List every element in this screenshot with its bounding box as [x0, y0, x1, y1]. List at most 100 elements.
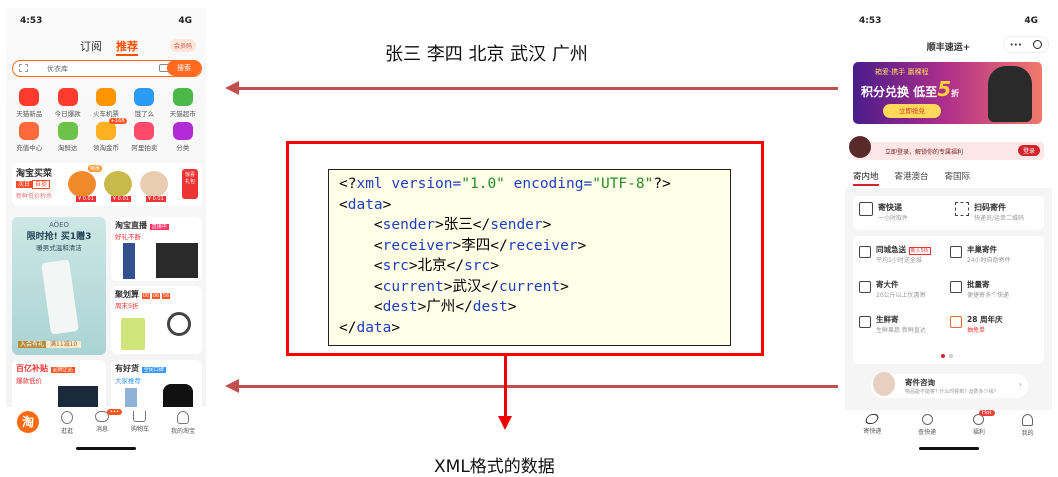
consult-card[interactable]: 寄件咨询 物品能不能寄? 什么时候到? 运费多少钱? › [871, 372, 1028, 398]
banner-brand-text: 箱爱·携手 赢稞程 [875, 68, 929, 76]
scan-send-button[interactable]: 扫码寄件快递员/运单二维码 [955, 202, 1024, 222]
tab-domestic[interactable]: 寄内地 [853, 170, 879, 186]
nav-send[interactable]: 寄快递 [863, 414, 881, 455]
xml-highlight-box [286, 141, 764, 356]
member-gift-tag: 入会有礼 [18, 341, 47, 348]
tab-subscribe[interactable]: 订阅 [80, 40, 102, 53]
tab-hk-macau-taiwan[interactable]: 寄港澳台 [894, 172, 929, 182]
nav-mine[interactable]: 我的 [1022, 414, 1034, 455]
price: ¥ 0.01 [76, 196, 96, 202]
send-express-button[interactable]: 寄快递一小时取件 [859, 202, 908, 222]
search-button[interactable]: 搜索 [167, 60, 201, 76]
category-item[interactable]: 阿里拍卖 [125, 122, 163, 152]
service-sub: 便捷寄多个快递 [967, 292, 1010, 299]
promo-banner[interactable]: 箱爱·携手 赢稞程 积分兑换 低至5折 立即抢兑 [853, 62, 1042, 124]
scan-icon[interactable] [19, 64, 28, 72]
service-sub: 抽免单 [967, 327, 986, 334]
member-code-button[interactable]: 会员码 [170, 39, 197, 52]
home-indicator [918, 447, 979, 450]
xml-line: <receiver>李四</receiver> [339, 237, 587, 254]
nav-home[interactable]: 淘 [16, 411, 39, 455]
redeem-button[interactable]: 立即抢兑 [883, 104, 941, 118]
gift-pack[interactable]: 惊喜礼包 [182, 169, 198, 199]
category-item[interactable]: 火车机票 [87, 88, 125, 118]
service-title: 批量寄 [967, 280, 990, 289]
search-bar[interactable]: 优衣库 搜索 [12, 60, 202, 77]
nav-messages[interactable]: •••消息 [94, 409, 122, 455]
more-icon[interactable]: ••• [1009, 40, 1023, 49]
service-item[interactable]: 同城急送 新人5折平均1小时送全城 [859, 244, 950, 267]
service-sub: 24小时自助寄件 [967, 257, 1011, 264]
nav-my-taobao[interactable]: 我的淘宝 [171, 411, 195, 455]
mascot-avatar [849, 136, 871, 158]
action-title: 扫码寄件 [974, 203, 1006, 212]
live-sub: 好礼不断 [115, 233, 141, 241]
category-item[interactable]: 今日爆款 [48, 88, 86, 118]
close-target-icon[interactable] [1033, 40, 1043, 49]
banner-headline: 积分兑换 低至 [861, 85, 938, 99]
live-title: 淘宝直播 [115, 221, 147, 230]
banner-title: 限时抢! 买1赠3 [26, 232, 92, 242]
tab-international[interactable]: 寄国际 [944, 172, 971, 182]
nav-track[interactable]: 查快递 [918, 414, 936, 455]
category-label: 阿里拍卖 [131, 144, 158, 152]
action-sub: 一小时取件 [878, 215, 909, 222]
category-item[interactable]: 天猫新品 [10, 88, 48, 118]
action-title: 寄快递 [878, 203, 902, 212]
user-icon [1022, 414, 1034, 426]
status-network: 4G [178, 16, 192, 26]
login-banner[interactable]: 立即登录，解锁你的专属福利 登录 [849, 136, 1044, 160]
nav-guangguang[interactable]: 逛逛 [60, 411, 73, 455]
xml-line: <sender>张三</sender> [339, 217, 552, 233]
service-icon [859, 316, 871, 328]
category-label: 淘鲜达 [57, 144, 78, 152]
youhaohuo-badge: 全民口碑 [141, 367, 166, 373]
nav-label: 购物车 [130, 426, 149, 433]
category-item[interactable]: 饿了么 [125, 88, 163, 118]
category-item[interactable]: 淘鲜达 [48, 122, 86, 152]
mini-program-capsule[interactable]: ••• [1003, 36, 1049, 53]
category-item[interactable]: 分类 [164, 122, 202, 152]
search-icon [921, 414, 933, 425]
price: ¥ 0.01 [145, 196, 166, 202]
category-label: 天猫新品 [16, 110, 43, 118]
category-item[interactable]: 领淘金币+168 [87, 118, 127, 152]
timer-minutes: 06 [151, 293, 161, 299]
taobao-live-card[interactable]: 淘宝直播 直播中 好礼不断 [111, 217, 202, 281]
arrowhead-left-icon [225, 379, 239, 393]
service-sub: 平均1小时送全城 [876, 257, 922, 264]
cart-icon [133, 411, 147, 422]
baiyi-title: 百亿补贴 [16, 364, 48, 373]
category-item[interactable]: 天猫超市 [164, 88, 202, 118]
jeans-image [123, 243, 135, 279]
category-item[interactable]: 充值中心 [10, 122, 48, 152]
juhuasuan-card[interactable]: 聚划算 00:06:56 周末5折 [111, 286, 202, 354]
service-sub: 生鲜果蔬 新鲜直达 [876, 327, 926, 334]
nav-label: 我的 [1021, 430, 1034, 437]
category-icon [95, 88, 116, 106]
arrowhead-left-icon [225, 81, 239, 95]
service-item[interactable]: 批量寄便捷寄多个快递 [950, 279, 1041, 302]
taobao-maicai-card[interactable]: 淘宝买菜 次日自提 新鲜低价秒杀 特惠 ¥ 0.01¥ 0.01¥ 0.01 惊… [12, 163, 202, 206]
juhuasuan-sub: 周末5折 [115, 302, 139, 310]
service-item[interactable]: 生鲜寄生鲜果蔬 新鲜直达 [859, 314, 950, 337]
message-badge: ••• [106, 409, 122, 415]
login-button[interactable]: 登录 [1017, 145, 1040, 156]
service-title: 28 周年庆 [967, 315, 1003, 324]
banner-discount: 5 [937, 77, 952, 101]
youhaohuo-title: 有好货 [115, 364, 139, 373]
xml-line: <current>武汉</current> [339, 278, 569, 295]
arrow-sf-to-taobao-bottom [238, 385, 838, 388]
nav-cart[interactable]: 购物车 [131, 411, 149, 455]
service-icon [950, 281, 962, 293]
service-item[interactable]: 28 周年庆抽免单 [950, 314, 1041, 337]
arrow-sf-to-taobao-top [238, 87, 838, 90]
aoeo-banner[interactable]: AÖEO 限时抢! 买1赠3 暖男式温和清洁 入会有礼满11减10 [12, 217, 106, 355]
tab-recommend[interactable]: 推荐 [116, 38, 138, 56]
search-input[interactable]: 优衣库 [47, 65, 68, 73]
